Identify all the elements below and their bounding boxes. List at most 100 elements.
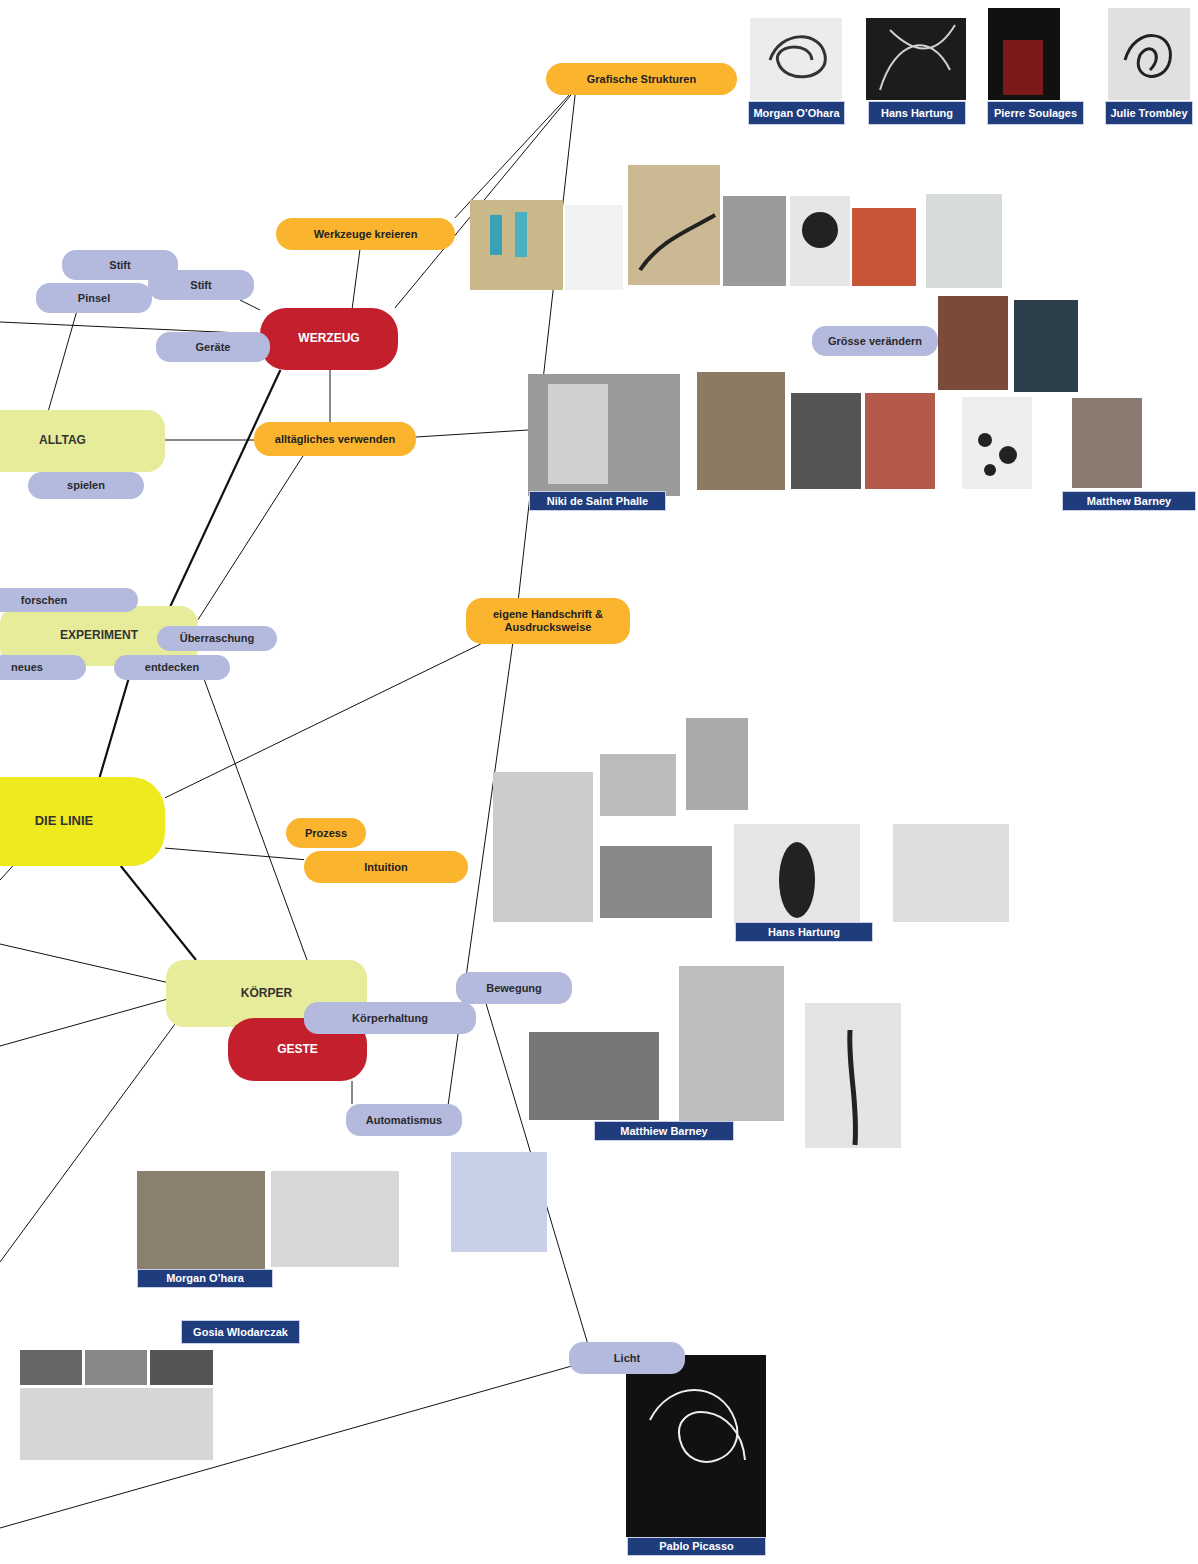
photo <box>137 1171 265 1271</box>
photo <box>686 718 748 810</box>
photo <box>150 1350 213 1385</box>
artist-caption-tag: Pablo Picasso <box>627 1537 766 1556</box>
photo <box>805 1003 901 1148</box>
node-text: Hans Hartung <box>881 107 953 120</box>
artist-caption-tag: Hans Hartung <box>868 101 966 125</box>
artist-caption-tag: Matthiew Barney <box>594 1121 734 1141</box>
photo <box>600 754 676 816</box>
artist-caption-tag: Niki de Saint Phalle <box>529 491 666 511</box>
topic-pill: Intuition <box>304 851 468 883</box>
node-text: eigene Handschrift & Ausdrucksweise <box>476 608 620 633</box>
keyword-pill: Körperhaltung <box>304 1002 476 1034</box>
photo <box>734 824 860 924</box>
light-drawing <box>650 1390 745 1462</box>
scribble <box>770 37 825 77</box>
photo <box>628 165 720 285</box>
scribble <box>880 25 955 90</box>
node-text: Grösse verändern <box>828 335 922 348</box>
photo <box>750 18 842 100</box>
connector-line <box>170 370 280 606</box>
topic-pill: eigene Handschrift & Ausdrucksweise <box>466 598 630 644</box>
topic-pill: Prozess <box>286 818 366 848</box>
node-text: Gosia Wlodarczak <box>193 1326 288 1339</box>
branch-line <box>416 430 528 437</box>
connector-line <box>352 1081 353 1104</box>
node-text: neues <box>11 661 43 674</box>
artist-caption-tag: Gosia Wlodarczak <box>181 1320 300 1344</box>
photo <box>852 208 916 286</box>
main-topic-box: WERZEUG <box>260 308 398 370</box>
node-text: KÖRPER <box>241 987 292 1001</box>
photo <box>85 1350 147 1385</box>
artist-caption-tag: Matthew Barney <box>1062 491 1196 511</box>
connector-line <box>330 370 331 422</box>
keyword-pill: Stift <box>148 270 254 300</box>
connector-line <box>455 95 569 218</box>
node-text: GESTE <box>277 1043 318 1057</box>
node-text: Stift <box>109 259 130 272</box>
photo <box>791 393 861 489</box>
keyword-pill: Licht <box>569 1342 685 1374</box>
artist-caption-tag: Julie Trombley <box>1105 101 1193 125</box>
connector <box>395 95 571 308</box>
photo <box>470 200 563 290</box>
node-text: Hans Hartung <box>768 926 840 939</box>
photo <box>865 393 935 489</box>
connector-line <box>240 300 260 310</box>
photo-detail <box>548 384 608 484</box>
connector <box>170 370 280 606</box>
node-text: Intuition <box>364 861 407 874</box>
photo-detail <box>490 215 502 255</box>
connector-line <box>165 848 304 860</box>
topic-pill: Grafische Strukturen <box>546 63 737 95</box>
node-text: alltägliches verwenden <box>275 433 395 446</box>
keyword-pill: Automatismus <box>346 1104 462 1136</box>
connector <box>49 313 77 410</box>
photo <box>1014 300 1078 392</box>
node-text: Werkzeuge kreieren <box>314 228 418 241</box>
node-text: Matthew Barney <box>1087 495 1171 508</box>
connector-line <box>198 456 303 620</box>
photo <box>926 194 1002 288</box>
artist-caption-tag: Morgan O’hara <box>137 1269 273 1288</box>
photo <box>697 372 785 490</box>
node-text: Pablo Picasso <box>659 1540 734 1553</box>
connector <box>165 440 254 441</box>
photo-detail <box>1003 40 1043 95</box>
photo <box>893 824 1009 922</box>
photo <box>790 196 850 286</box>
photo <box>20 1350 82 1385</box>
keyword-pill: Bewegung <box>456 972 572 1004</box>
photo <box>20 1388 213 1460</box>
node-text: entdecken <box>145 661 199 674</box>
node-text: Licht <box>614 1352 640 1365</box>
connector-line <box>395 95 571 308</box>
photo-detail <box>515 212 527 257</box>
scribble <box>640 215 715 270</box>
photo-detail <box>984 464 996 476</box>
node-text: Pierre Soulages <box>994 107 1077 120</box>
node-text: Stift <box>190 279 211 292</box>
photo <box>1108 8 1190 100</box>
connector <box>352 1081 353 1104</box>
photo <box>866 18 966 100</box>
connector-line <box>49 313 77 410</box>
node-text: Bewegung <box>486 982 542 995</box>
connector <box>455 95 569 218</box>
node-text: Julie Trombley <box>1110 107 1187 120</box>
photo-detail <box>779 842 815 918</box>
connector-line <box>518 95 575 598</box>
photo <box>938 296 1008 390</box>
connector-line <box>100 666 133 777</box>
node-text: WERZEUG <box>298 332 359 346</box>
photo <box>962 397 1032 489</box>
node-text: EXPERIMENT <box>60 629 138 643</box>
keyword-pill: entdecken <box>114 655 230 680</box>
node-text: Körperhaltung <box>352 1012 428 1025</box>
connector <box>198 456 303 620</box>
connector <box>518 95 575 598</box>
photo <box>493 772 593 922</box>
photo <box>565 205 623 290</box>
node-text: Automatismus <box>366 1114 442 1127</box>
